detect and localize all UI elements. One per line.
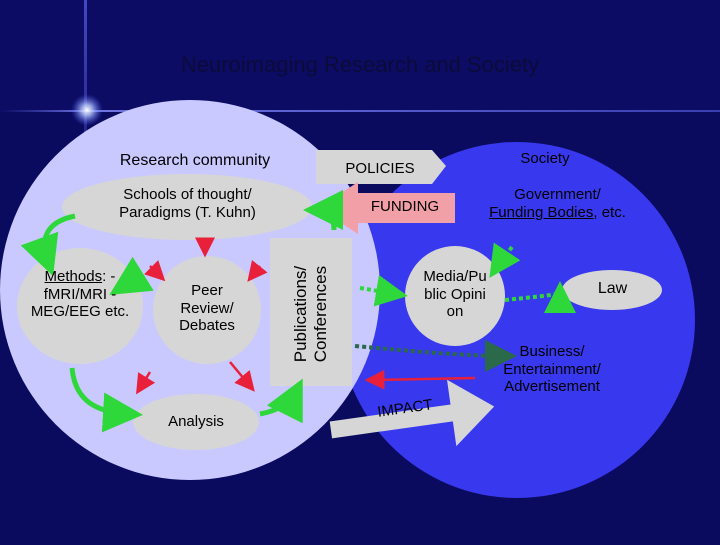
red-arrow-c — [229, 361, 255, 392]
government-line1: Government/ — [514, 186, 601, 203]
policies-banner — [316, 150, 446, 184]
methods-list: : -fMRI/MRI -MEG/EEG etc. — [30, 268, 130, 321]
impact-arrow — [329, 379, 495, 447]
funding-arrow — [318, 182, 455, 234]
glow-star — [71, 94, 103, 126]
arrow-schools-to-methods — [20, 213, 76, 277]
publications-label: Publications/ Conferences — [290, 265, 330, 363]
law-label: Law — [597, 280, 628, 297]
arrow-peer-to-methods — [109, 256, 154, 295]
media-circle — [405, 246, 505, 346]
arrow-methods-to-analysis — [69, 367, 143, 433]
law-ellipse — [562, 270, 662, 310]
business-label: Business/ Entertainment/ Advertisement — [503, 343, 601, 396]
arrow-publications-to-schools — [303, 190, 344, 231]
publications-bar — [270, 238, 352, 386]
analysis-ellipse — [133, 394, 259, 450]
funding-label: FUNDING — [370, 198, 440, 215]
red-arrow-b — [247, 259, 268, 282]
research-community-label: Research community — [119, 152, 271, 169]
arrow-publications-to-media — [359, 274, 408, 307]
society-label: Society — [520, 150, 570, 167]
arrow-publications-to-business — [354, 339, 517, 372]
media-label: Media/Public Opinion — [423, 268, 487, 321]
methods-label: Methods: -fMRI/MRI -MEG/EEG etc. — [30, 268, 130, 321]
schools-ellipse — [62, 174, 312, 240]
red-arrow-impact-back — [364, 369, 476, 390]
glow-line-horizontal — [0, 110, 720, 112]
red-arrow-a — [144, 260, 166, 282]
government-label: Government/Funding Bodies, etc. — [485, 186, 630, 221]
arrow-media-to-law — [504, 281, 576, 314]
schools-label: Schools of thought/ Paradigms (T. Kuhn) — [119, 186, 256, 221]
analysis-label: Analysis — [168, 413, 224, 430]
arrow-government-to-media — [489, 242, 521, 278]
peer-review-label: Peer Review/ Debates — [179, 282, 235, 335]
policies-label: POLICIES — [345, 160, 415, 177]
peer-review-circle — [153, 256, 261, 364]
arrow-analysis-to-publications — [259, 378, 303, 424]
methods-heading: Methods — [44, 268, 103, 285]
government-etc: , etc. — [593, 203, 626, 221]
header-band — [0, 0, 720, 112]
slide-title: Neuroimaging Research and Society — [180, 52, 540, 77]
government-funding-bodies: Funding Bodies — [489, 203, 594, 221]
red-arrow-d — [136, 371, 156, 395]
